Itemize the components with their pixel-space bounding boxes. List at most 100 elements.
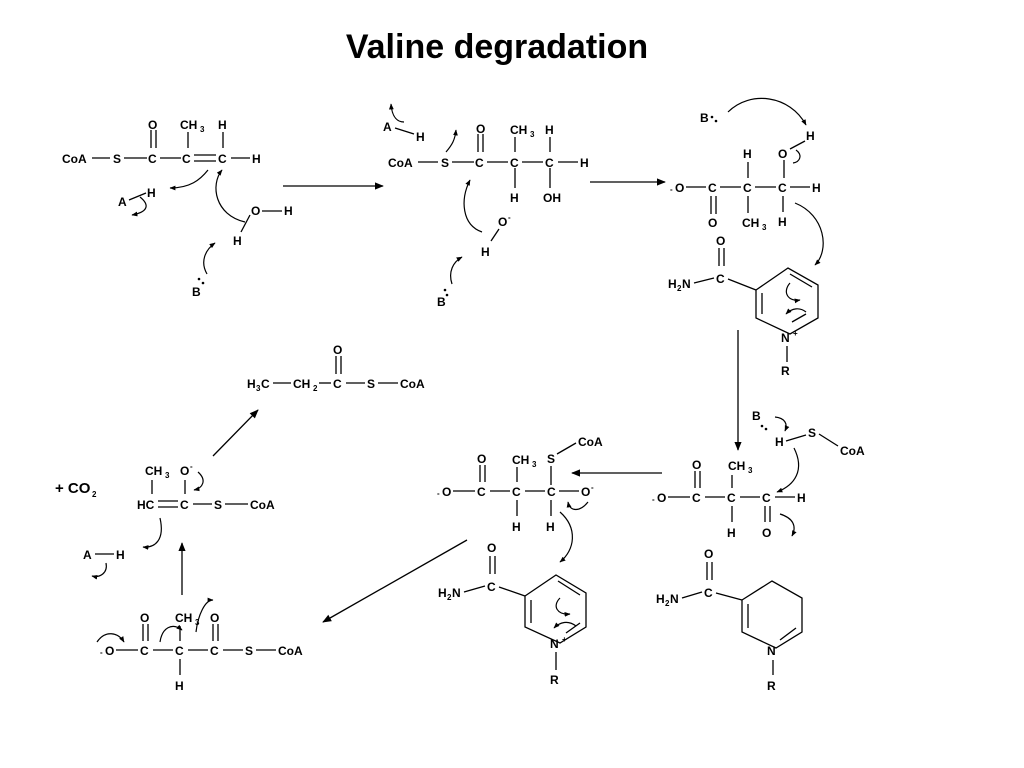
- n-label: N: [452, 586, 461, 600]
- bond: [681, 591, 703, 599]
- h-label: H: [147, 186, 156, 200]
- coa-label: CoA: [400, 377, 425, 391]
- structure-hydroxyisobutyryl-coa: A H CoA S C O C CH 3 H C H OH H: [383, 103, 589, 309]
- coa-label: CoA: [250, 498, 275, 512]
- s-label: S: [808, 426, 816, 440]
- b-label: B: [437, 295, 446, 309]
- charge-label: +: [562, 635, 567, 644]
- ch-label: CH: [512, 453, 529, 467]
- hc-label: HC: [137, 498, 155, 512]
- sub-label: 3: [532, 460, 537, 469]
- electron-arrow: [169, 169, 209, 191]
- n-label: N: [682, 277, 691, 291]
- r-label: R: [781, 364, 790, 378]
- sub-label: 2: [677, 284, 682, 293]
- c-label: C: [512, 485, 521, 499]
- o-label: O: [251, 204, 260, 218]
- o-label: O: [180, 464, 189, 478]
- bond: [240, 214, 251, 233]
- h-label: H: [656, 592, 665, 606]
- sub-label: 3: [762, 223, 767, 232]
- ch-label: CH: [145, 464, 162, 478]
- o-label: O: [498, 215, 507, 229]
- o-label: O: [148, 118, 157, 132]
- c-label: C: [148, 152, 157, 166]
- o-label: O: [105, 644, 114, 658]
- sub-label: 2: [447, 593, 452, 602]
- structure-methylmalonyl-coa: - O C O C CH 3 H C O S CoA: [96, 597, 303, 693]
- ch-label: CH: [742, 216, 759, 230]
- coa-label: CoA: [578, 435, 603, 449]
- electron-arrow: [566, 501, 589, 511]
- coa-label: CoA: [62, 152, 87, 166]
- electron-arrow: [776, 447, 800, 493]
- structure-hydroxyisobutyrate: B H O - O C O C H CH 3 C H: [668, 97, 824, 378]
- sub-label: 2: [665, 599, 670, 608]
- electron-arrow: [91, 562, 107, 580]
- s-label: S: [367, 377, 375, 391]
- electron-arrow: [774, 416, 790, 432]
- c-label: C: [692, 491, 701, 505]
- electron-arrow: [785, 282, 801, 304]
- h-label: H: [797, 491, 806, 505]
- c-label: C: [510, 156, 519, 170]
- c-label: C: [477, 485, 486, 499]
- n-label: N: [550, 637, 559, 651]
- dihydropyridine-ring: [741, 580, 803, 649]
- h-label: H: [233, 234, 242, 248]
- bond: [791, 313, 807, 323]
- n-label: N: [670, 592, 679, 606]
- c-label: C: [180, 498, 189, 512]
- electron-arrow: [131, 196, 147, 217]
- electron-arrow: [727, 97, 807, 126]
- charge-label: -: [190, 462, 193, 471]
- sub-label: 3: [200, 125, 205, 134]
- sub-label: 2: [313, 384, 318, 393]
- o-label: O: [210, 611, 219, 625]
- pyridinium-ring: [755, 267, 819, 335]
- ch-label: CH: [510, 123, 527, 137]
- c-label: C: [261, 377, 270, 391]
- ch-label: CH: [180, 118, 197, 132]
- o-label: O: [716, 234, 725, 248]
- h-label: H: [778, 215, 787, 229]
- electron-arrow: [555, 597, 571, 617]
- charge-label: -: [100, 648, 103, 657]
- c-label: C: [333, 377, 342, 391]
- co2-label: + CO: [55, 480, 91, 497]
- c-label: C: [727, 491, 736, 505]
- electron-arrow: [203, 242, 216, 275]
- h-label: H: [416, 130, 425, 144]
- c-label: C: [182, 152, 191, 166]
- electron-arrow: [559, 511, 573, 563]
- charge-label: -: [591, 483, 594, 492]
- structure-enolate: + CO 2 CH 3 O - HC C S CoA A H: [55, 462, 275, 580]
- electron-arrow: [195, 597, 214, 633]
- h-label: H: [580, 156, 589, 170]
- o-label: O: [477, 452, 486, 466]
- h-label: H: [727, 526, 736, 540]
- a-label: A: [383, 120, 392, 134]
- c-label: C: [762, 491, 771, 505]
- electron-arrow: [388, 103, 405, 123]
- c-label: C: [708, 181, 717, 195]
- electron-arrow: [96, 633, 125, 643]
- sub-label: 3: [165, 471, 170, 480]
- h-label: H: [252, 152, 261, 166]
- h-label: H: [116, 548, 125, 562]
- h-label: H: [512, 520, 521, 534]
- pyridinium-ring: [524, 574, 587, 644]
- bond: [715, 592, 743, 601]
- electron-arrow: [792, 149, 801, 164]
- electron-arrow: [553, 621, 577, 629]
- o-label: O: [487, 541, 496, 555]
- sub-label: 3: [748, 466, 753, 475]
- bond: [394, 127, 415, 135]
- h-label: H: [175, 679, 184, 693]
- c-label: C: [743, 181, 752, 195]
- o-label: O: [333, 343, 342, 357]
- c-label: C: [218, 152, 227, 166]
- a-label: A: [118, 195, 127, 209]
- electron-arrow: [215, 169, 246, 223]
